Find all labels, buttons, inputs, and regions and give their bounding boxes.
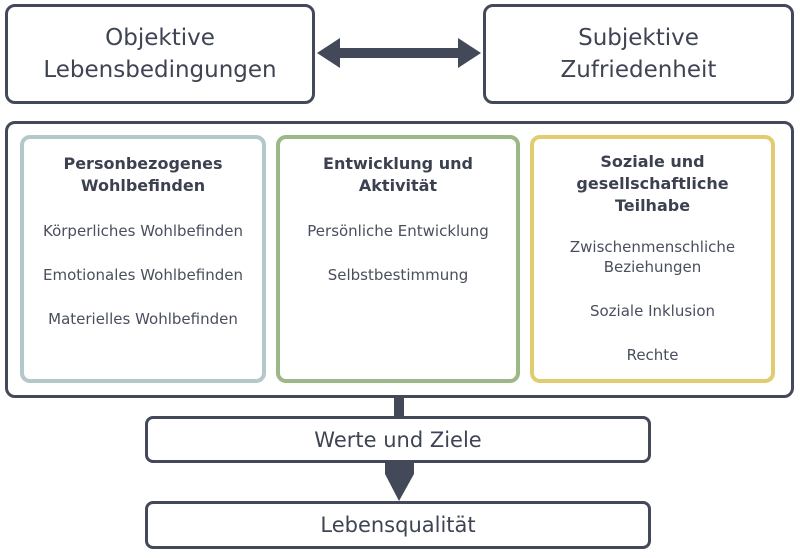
values-goals-label: Werte und Ziele <box>314 427 482 452</box>
quality-of-life-box: Lebensqualität <box>145 501 651 549</box>
list-item: Rechte <box>626 346 679 364</box>
panel-title: Personbezogenes Wohlbefinden <box>63 154 223 195</box>
list-item: Emotionales Wohlbefinden <box>43 266 243 284</box>
subjective-line-1: Subjektive <box>578 25 699 51</box>
subjective-line-2: Zufriedenheit <box>560 57 717 83</box>
list-item: Selbstbestimmung <box>327 266 469 284</box>
panel-title: Entwicklung und Aktivität <box>323 154 473 195</box>
list-item: Persönliche Entwicklung <box>307 222 489 240</box>
values-goals-box: Werte und Ziele <box>145 416 651 463</box>
panel-development-activity: Entwicklung und Aktivität Persönliche En… <box>276 135 520 383</box>
list-item: Soziale Inklusion <box>589 302 716 320</box>
panel-title: Soziale und gesellschaftliche Teilhabe <box>576 152 729 215</box>
quality-of-life-label: Lebensqualität <box>320 513 476 537</box>
list-item: Körperliches Wohlbefinden <box>42 222 244 240</box>
main-to-values-connector <box>394 396 404 417</box>
objective-conditions-box: Objektive Lebensbedingungen <box>5 4 315 104</box>
objective-line-2: Lebensbedingungen <box>43 57 277 83</box>
panel-personal-wellbeing: Personbezogenes Wohlbefinden Körperliche… <box>20 135 266 383</box>
quality-domains-container <box>5 121 794 398</box>
subjective-satisfaction-box: Subjektive Zufriedenheit <box>483 4 794 104</box>
double-arrow-icon <box>317 38 481 68</box>
down-arrow-icon <box>385 462 414 501</box>
list-item: Zwischenmenschliche Beziehungen <box>569 238 736 276</box>
list-item: Materielles Wohlbefinden <box>48 310 238 328</box>
panel-social-participation: Soziale und gesellschaftliche Teilhabe Z… <box>530 135 775 383</box>
objective-line-1: Objektive <box>105 25 215 51</box>
